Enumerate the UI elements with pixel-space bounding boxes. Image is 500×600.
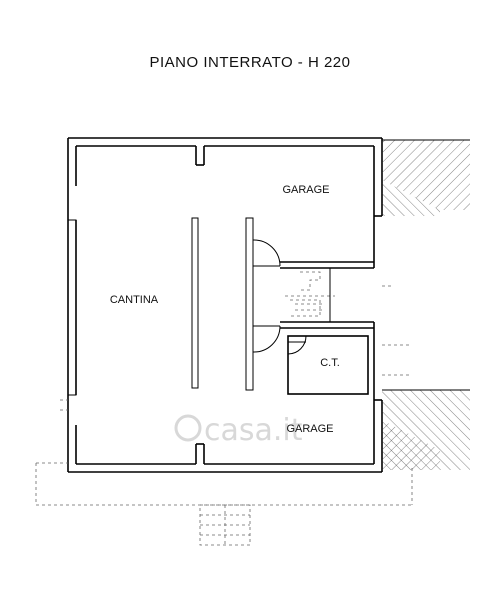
watermark-text: casa.it — [204, 413, 303, 448]
watermark: casa.it — [174, 413, 303, 448]
room-label-garage-top: GARAGE — [282, 184, 329, 196]
ramp-top — [382, 139, 470, 216]
interior-walls — [191, 216, 375, 400]
room-label-cantina: CANTINA — [110, 294, 159, 306]
ramp-bottom — [382, 389, 470, 470]
staircase — [285, 268, 335, 322]
room-label-ct: C.T. — [320, 357, 340, 369]
plan-title: PIANO INTERRATO - H 220 — [150, 54, 351, 71]
room-label-garage-bottom: GARAGE — [286, 423, 333, 435]
outer-walls — [67, 137, 383, 473]
projection-lines — [35, 285, 413, 546]
